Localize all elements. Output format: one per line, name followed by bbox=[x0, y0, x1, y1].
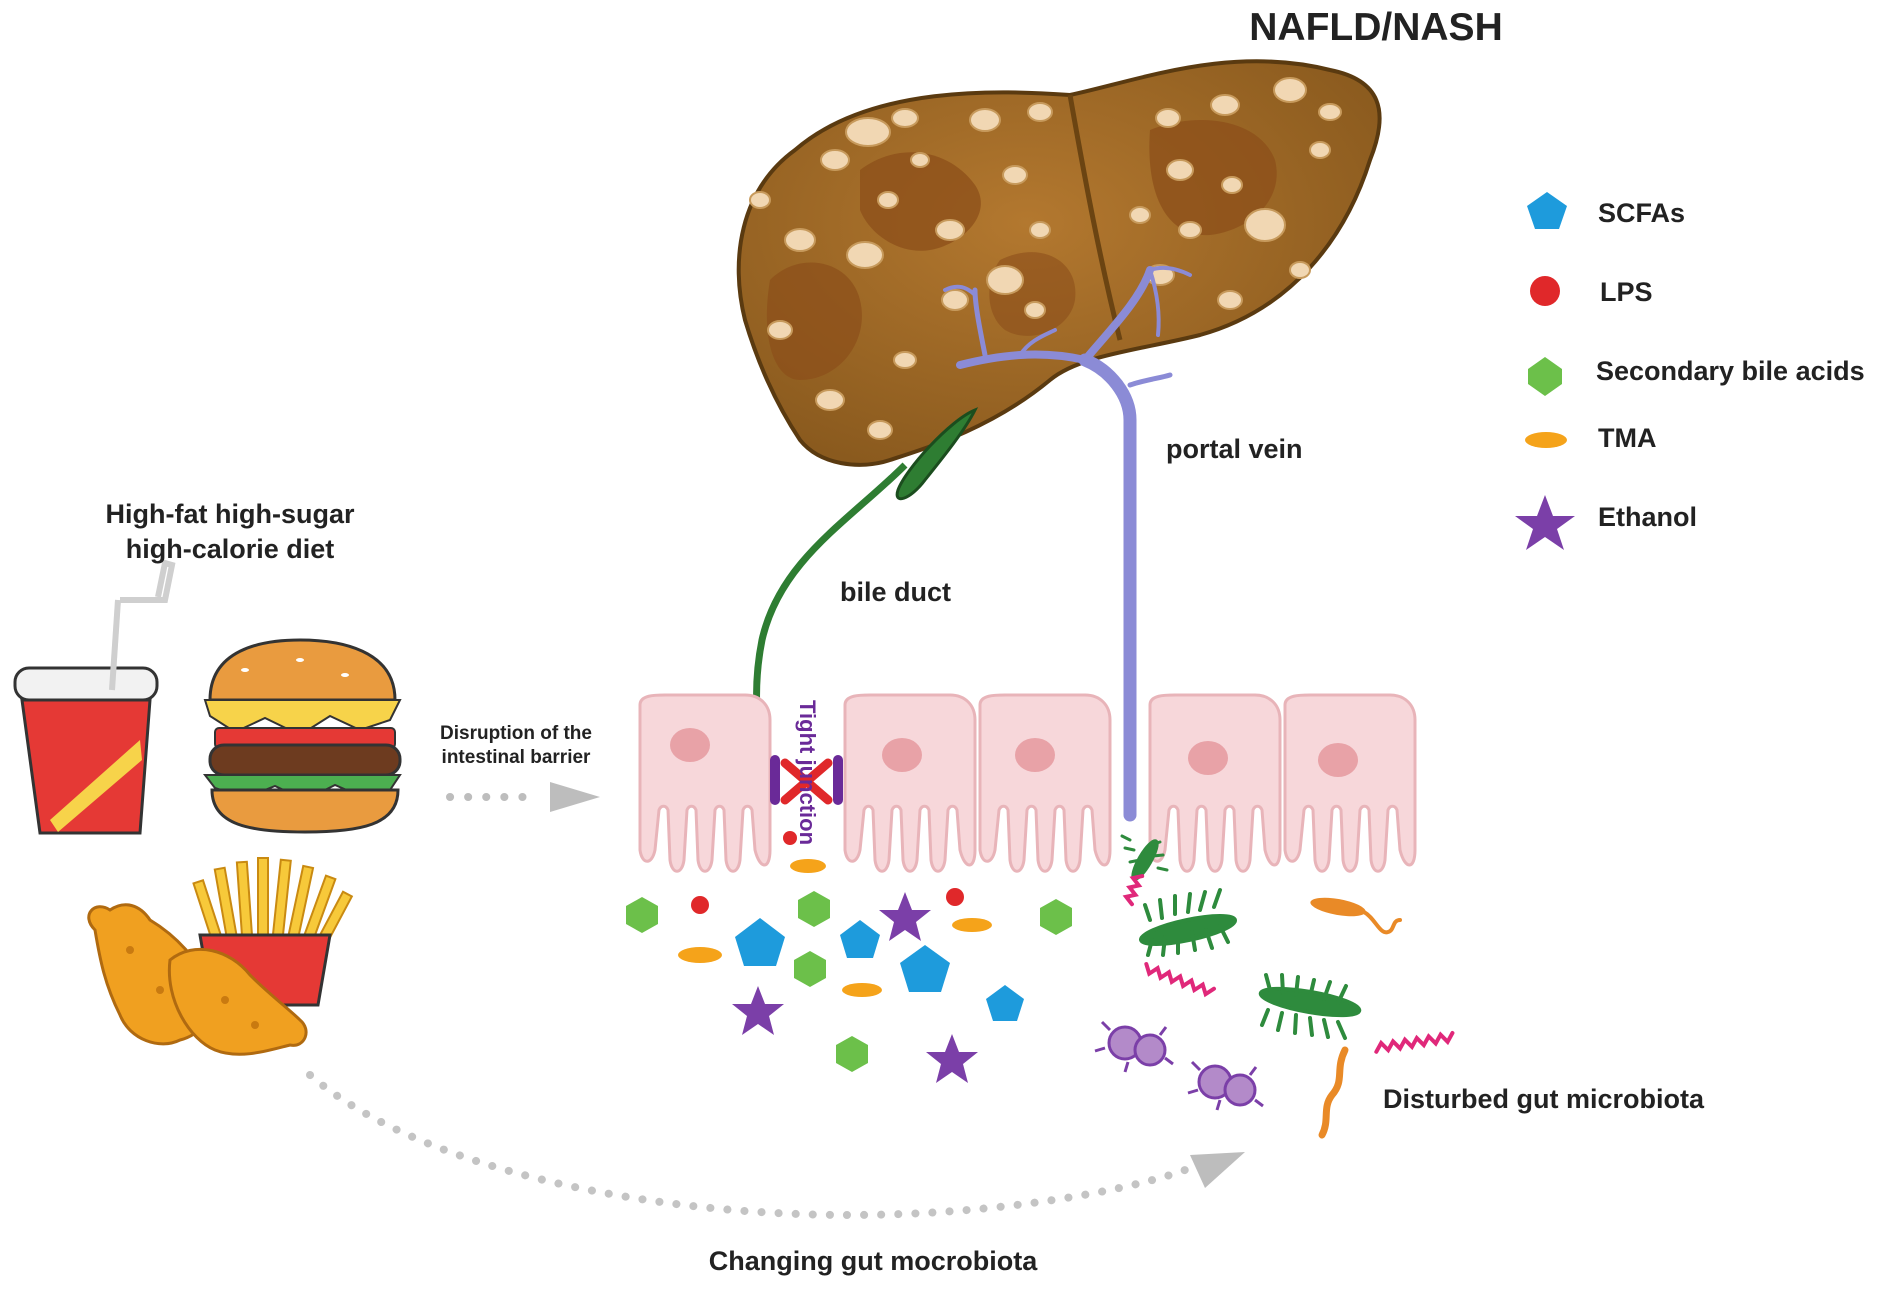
bile-acid-hexagon bbox=[794, 951, 826, 987]
ellipse-icon bbox=[1525, 432, 1567, 448]
scfa-pentagon bbox=[986, 985, 1024, 1021]
scfa-pentagon bbox=[735, 918, 785, 966]
gallbladder bbox=[895, 407, 979, 501]
lps-circle bbox=[783, 831, 797, 845]
gut-microbiota bbox=[1094, 834, 1455, 1139]
lps-circle bbox=[691, 896, 709, 914]
liver bbox=[736, 59, 1382, 467]
french-fries bbox=[192, 857, 354, 1007]
tight-junction: Tight junction bbox=[770, 700, 843, 845]
disturbed-microbiota-label: Disturbed gut microbiota bbox=[1383, 1084, 1705, 1114]
pentagon-icon bbox=[1527, 192, 1567, 229]
metabolites bbox=[626, 831, 1072, 1083]
diet-label-line1: High-fat high-sugar bbox=[106, 499, 355, 529]
ethanol-star bbox=[732, 986, 784, 1035]
microbiota-change-arrow bbox=[306, 1071, 1245, 1220]
spirochete-bacteria bbox=[1122, 874, 1455, 1054]
cocci-bacteria bbox=[1094, 1020, 1264, 1111]
bile-acid-hexagon bbox=[836, 1036, 868, 1072]
ciliated-bacterium bbox=[1139, 888, 1237, 957]
fried-chicken bbox=[87, 903, 308, 1056]
portal-vein-label: portal vein bbox=[1166, 434, 1303, 464]
soda-cup bbox=[13, 559, 176, 835]
broken-junction-x-icon bbox=[780, 758, 833, 805]
tight-junction-label: Tight junction bbox=[795, 700, 820, 845]
portal-vein bbox=[943, 265, 1192, 822]
tma-ellipse bbox=[678, 947, 722, 963]
epithelial-cell bbox=[638, 693, 772, 873]
legend-item-scfas: SCFAs bbox=[1527, 192, 1685, 229]
bile-acid-hexagon bbox=[798, 891, 830, 927]
tma-ellipse bbox=[790, 859, 826, 873]
scfa-pentagon bbox=[900, 945, 950, 992]
intestinal-epithelium bbox=[638, 693, 1417, 873]
epithelial-cell bbox=[1148, 693, 1282, 873]
spirillum-bacterium bbox=[1318, 1046, 1349, 1139]
hexagon-icon bbox=[1528, 357, 1562, 396]
lps-circle bbox=[946, 888, 964, 906]
star-icon bbox=[1515, 495, 1575, 550]
legend-item-secondary-bile-acids: Secondary bile acids bbox=[1528, 356, 1865, 396]
legend-label: SCFAs bbox=[1598, 198, 1685, 228]
epithelial-cell bbox=[978, 693, 1112, 873]
legend-item-tma: TMA bbox=[1525, 423, 1656, 453]
legend-label: LPS bbox=[1600, 277, 1653, 307]
epithelial-cell bbox=[1283, 693, 1417, 873]
legend-label: TMA bbox=[1598, 423, 1656, 453]
burger bbox=[202, 638, 402, 834]
ethanol-star bbox=[926, 1034, 978, 1083]
bile-acid-hexagon bbox=[626, 897, 658, 933]
legend-item-ethanol: Ethanol bbox=[1515, 495, 1697, 550]
scfa-pentagon bbox=[840, 920, 880, 958]
barrier-label-line1: Disruption of the bbox=[440, 723, 592, 744]
epithelial-cell bbox=[843, 693, 977, 873]
legend-label: Ethanol bbox=[1598, 502, 1697, 532]
diet-label-line2: high-calorie diet bbox=[126, 534, 335, 564]
diagram-title: NAFLD/NASH bbox=[1249, 6, 1502, 49]
ciliated-bacterium bbox=[1258, 973, 1362, 1040]
bile-acid-hexagon bbox=[1040, 899, 1072, 935]
tma-ellipse bbox=[842, 983, 882, 997]
tma-ellipse bbox=[952, 918, 992, 932]
bile-duct-label: bile duct bbox=[840, 577, 951, 607]
flagellated-bacterium bbox=[1310, 897, 1402, 935]
barrier-label-line2: intestinal barrier bbox=[442, 747, 591, 768]
legend: SCFAs LPS Secondary bile acids TMA Ethan… bbox=[1515, 192, 1865, 550]
ethanol-star bbox=[879, 892, 931, 941]
changing-microbiota-label: Changing gut mocrobiota bbox=[709, 1246, 1038, 1276]
disruption-arrow bbox=[446, 782, 600, 812]
legend-label: Secondary bile acids bbox=[1596, 356, 1865, 386]
junk-food-illustration bbox=[13, 559, 402, 1056]
circle-icon bbox=[1530, 276, 1560, 306]
legend-item-lps: LPS bbox=[1530, 276, 1653, 307]
